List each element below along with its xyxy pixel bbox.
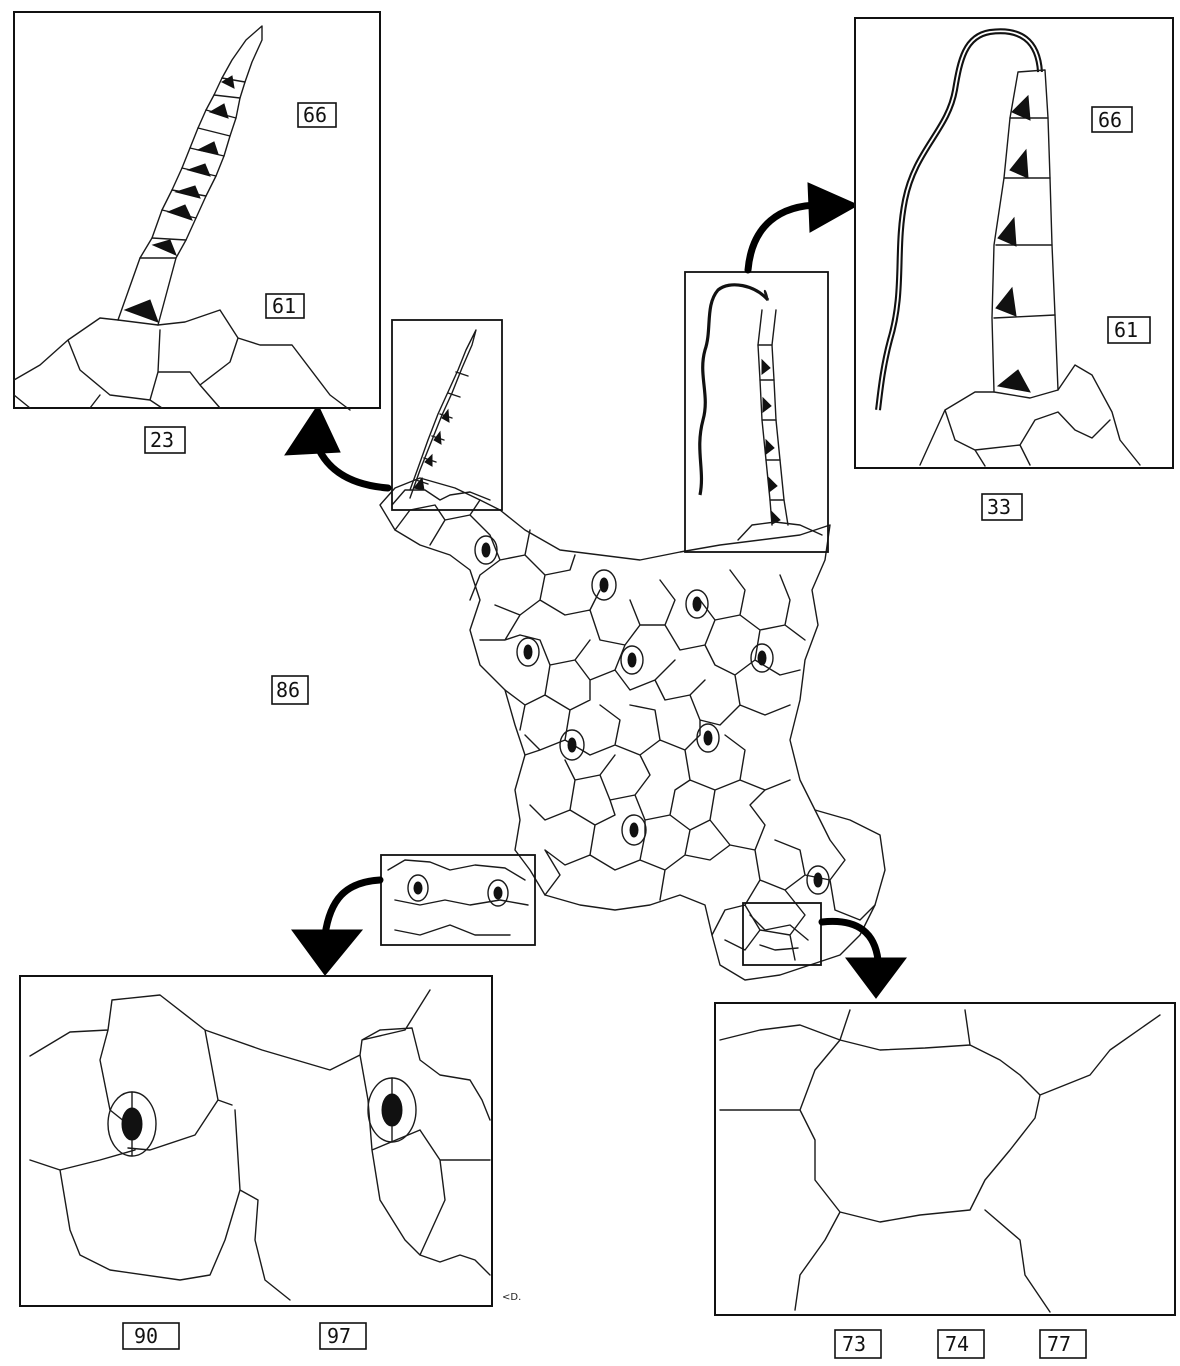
stoma	[474, 535, 498, 565]
label-box	[144, 426, 186, 454]
label-77: 77	[1047, 1332, 1071, 1356]
central-epidermis	[379, 283, 886, 981]
label-66: 66	[1098, 108, 1122, 132]
stoma	[487, 879, 509, 907]
label-box	[937, 1329, 985, 1359]
selection-box-bottom-right	[742, 902, 822, 966]
panel-eglandular-hair: 66 61	[854, 17, 1174, 469]
label-61: 61	[272, 294, 296, 318]
selection-box-top-right	[684, 271, 829, 553]
panel-stomata	[19, 975, 493, 1307]
label-box	[834, 1329, 882, 1359]
arrow-to-top-right	[744, 182, 860, 274]
label-box	[271, 675, 309, 705]
stoma-enlarged	[367, 1077, 417, 1143]
label-23: 23	[150, 428, 174, 452]
stoma	[591, 569, 617, 601]
label-box	[981, 493, 1023, 521]
label-97: 97	[327, 1324, 351, 1348]
stoma	[516, 637, 540, 667]
stoma	[559, 729, 585, 761]
panel-epidermal-cells	[714, 1002, 1176, 1316]
label-90: 90	[134, 1324, 158, 1348]
cell-walls	[394, 499, 876, 961]
label-box	[265, 293, 305, 319]
label-box	[122, 1322, 180, 1350]
label-box	[297, 102, 337, 128]
small-glandular-hair	[391, 329, 491, 506]
small-eglandular-hair	[698, 283, 823, 541]
label-73: 73	[842, 1332, 866, 1356]
label-74: 74	[945, 1332, 969, 1356]
stoma	[685, 589, 709, 619]
stoma-enlarged	[107, 1091, 157, 1157]
panel-glandular-hair: 66 61	[13, 11, 381, 411]
label-66: 66	[303, 103, 327, 127]
arrow-to-bottom-left	[291, 876, 384, 976]
stomata-group	[474, 535, 830, 895]
lower-left-cells	[387, 859, 529, 936]
epidermis-outline	[379, 477, 886, 981]
label-61: 61	[1114, 318, 1138, 342]
stoma	[620, 645, 644, 675]
stoma	[621, 814, 647, 846]
selection-box-bottom-left	[380, 854, 536, 946]
selection-box-top-left	[391, 319, 503, 511]
arrow-to-bottom-right	[818, 917, 907, 999]
label-33: 33	[987, 495, 1011, 519]
lower-right-cells	[749, 914, 809, 951]
artist-signature: <D.	[502, 1292, 521, 1303]
label-86: 86	[276, 678, 300, 702]
stoma	[696, 723, 720, 753]
label-box	[319, 1322, 367, 1350]
stoma	[407, 874, 429, 902]
label-box	[1091, 106, 1133, 133]
arrow-to-top-left	[284, 403, 392, 492]
label-box	[1039, 1329, 1087, 1359]
label-box	[1107, 316, 1151, 344]
stoma	[806, 865, 830, 895]
stoma	[750, 643, 774, 673]
